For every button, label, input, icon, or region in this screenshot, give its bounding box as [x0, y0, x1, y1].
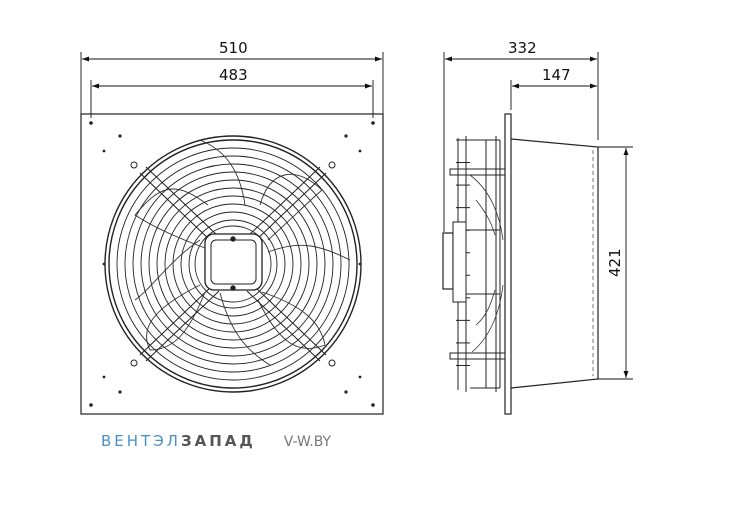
guard-ring	[164, 195, 302, 333]
mounting-plate	[80, 113, 384, 415]
side-view	[442, 113, 599, 415]
watermark-site: V-W.BY	[283, 434, 332, 450]
guard-ring	[108, 139, 358, 389]
watermark: ВЕНТЭЛЗАПАД V-W.BY	[101, 432, 331, 450]
guard-ring	[156, 187, 310, 341]
dim-label-421: 421	[606, 248, 624, 277]
front-view	[80, 113, 384, 415]
guard-ring	[194, 225, 272, 303]
side-housing	[510, 138, 599, 389]
guard-ring	[116, 147, 350, 381]
guard-ring	[104, 135, 362, 393]
watermark-brand-part1: ВЕНТЭЛ	[101, 432, 181, 450]
guard-ring	[172, 203, 294, 325]
dim-label-483: 483	[219, 66, 248, 84]
support-struts	[130, 161, 336, 367]
watermark-brand-part2: ЗАПАД	[180, 432, 256, 450]
grille-support	[449, 352, 506, 360]
side-mounting-plate	[504, 113, 512, 415]
guard-ring	[132, 163, 334, 365]
guard-ring	[188, 219, 278, 309]
dim-label-510: 510	[219, 39, 248, 57]
impeller-blades	[134, 139, 351, 366]
guard-ring	[124, 155, 342, 373]
grille-support	[449, 168, 506, 176]
side-motor	[442, 232, 454, 290]
protective-grille	[104, 135, 362, 393]
dim-label-147: 147	[542, 66, 571, 84]
front-dimensions	[80, 52, 384, 118]
guard-ring	[148, 179, 318, 349]
dim-label-332: 332	[508, 39, 537, 57]
side-blades	[469, 174, 504, 353]
guard-ring	[140, 171, 326, 357]
guard-ring	[180, 211, 286, 317]
side-dimensions	[443, 52, 633, 380]
